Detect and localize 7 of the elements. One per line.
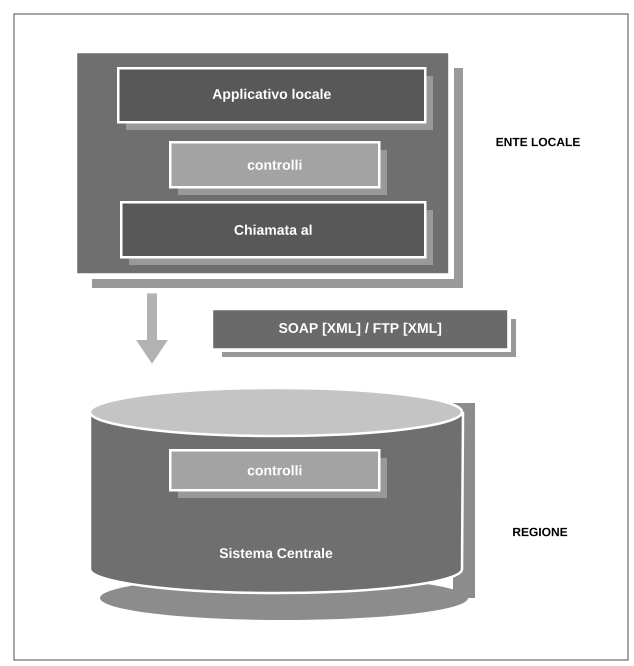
- protocol-box: SOAP [XML] / FTP [XML]: [213, 310, 516, 357]
- process-box: controlli: [169, 449, 387, 498]
- process-box: controlli: [169, 141, 387, 195]
- process-box: Chiamata al: [120, 201, 433, 265]
- zone-label: ENTE LOCALE: [496, 138, 580, 146]
- process-box: Applicativo locale: [117, 67, 433, 130]
- zone-label: REGIONE: [513, 528, 568, 536]
